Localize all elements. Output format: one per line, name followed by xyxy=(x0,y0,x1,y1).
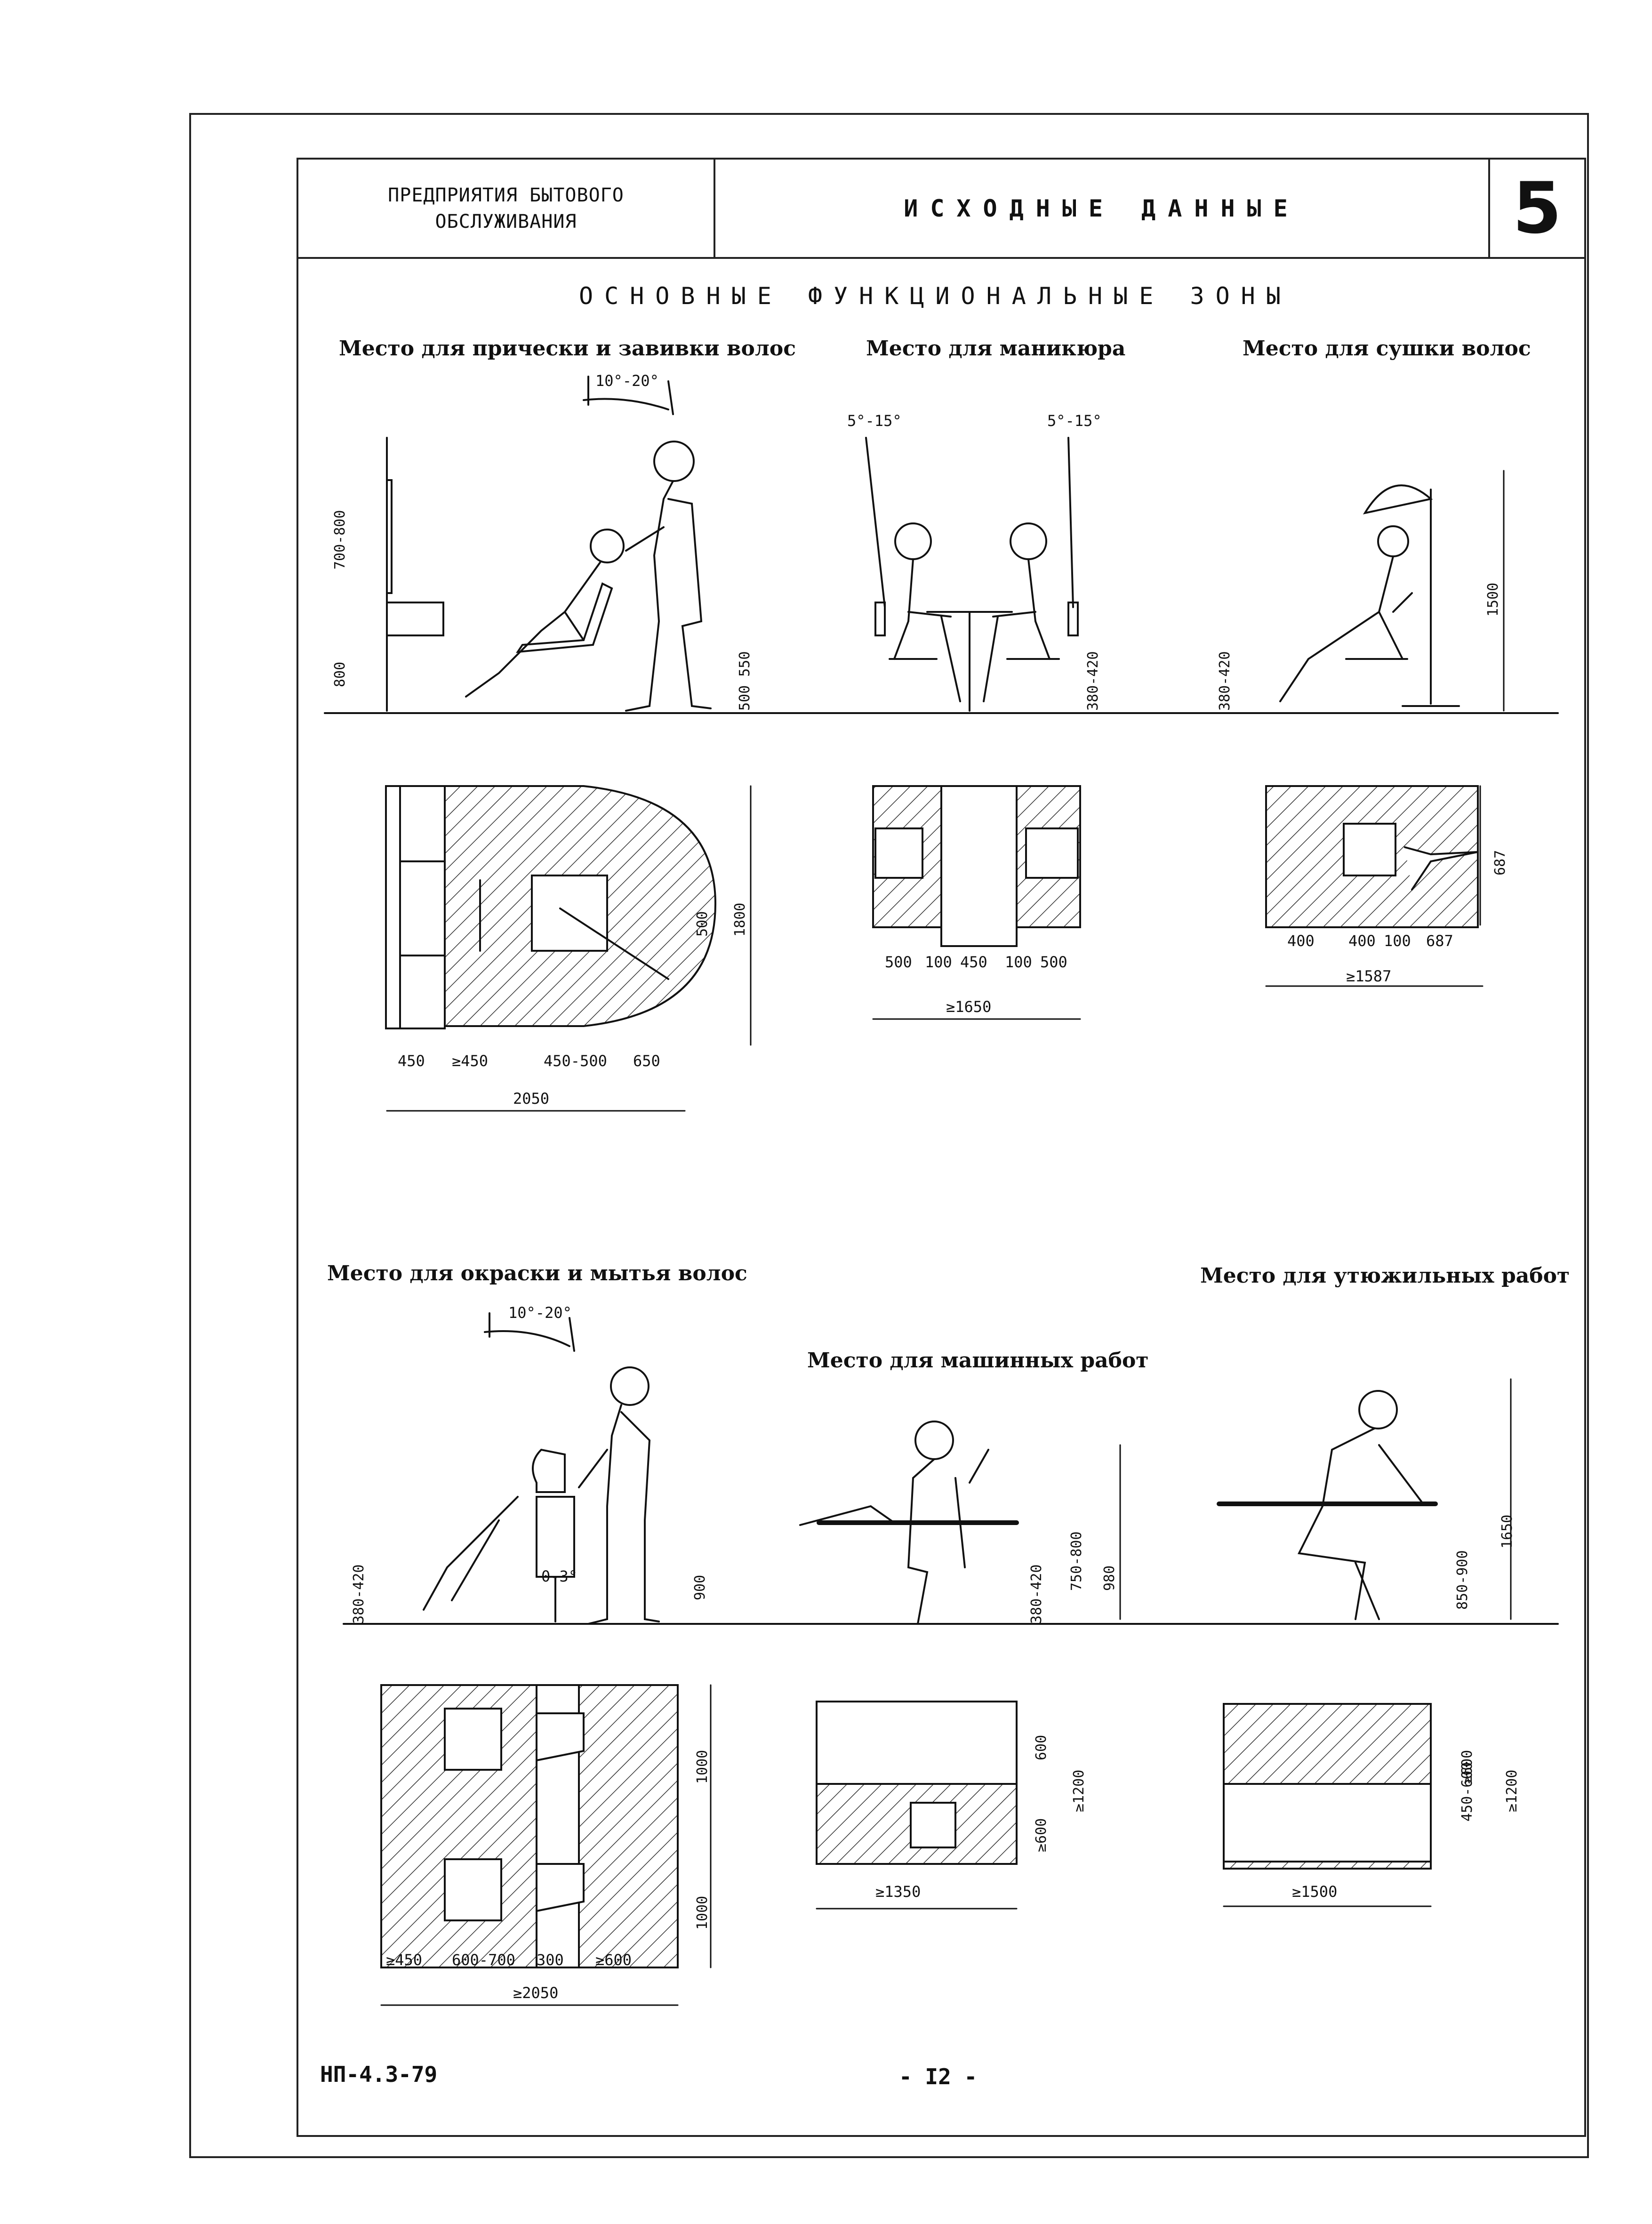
section-title: ОСНОВНЫЕ ФУНКЦИОНАЛЬНЫЕ ЗОНЫ xyxy=(579,282,1292,310)
ironing-plan-v-1200: ≥1200 xyxy=(1504,1769,1520,1812)
coloring-plan-v-1000b: 1000 xyxy=(694,1895,711,1930)
header-org-line1: ПРЕДПРИЯТИЯ БЫТОВОГО xyxy=(388,184,624,206)
document-code: НП-4.3-79 xyxy=(320,2062,438,2087)
machine-plan-v-1200: ≥1200 xyxy=(1071,1769,1087,1812)
zone-title-manicure: Место для маникюра xyxy=(866,337,1126,361)
coloring-angle: 10°-20° xyxy=(508,1304,572,1322)
zone-title-drying: Место для сушки волос xyxy=(1243,337,1531,361)
ironing-plan-total: ≥1500 xyxy=(1292,1883,1338,1901)
machine-side-view xyxy=(799,1421,1019,1625)
coloring-plan-dim-4: ≥600 xyxy=(595,1951,632,1969)
manicure-dim-380-420: 380-420 xyxy=(1085,651,1101,711)
hairdo-plan-view xyxy=(385,785,717,1029)
manicure-plan-dim-3: 450 xyxy=(960,953,987,971)
zone-title-coloring: Место для окраски и мытья волос xyxy=(327,1261,747,1285)
coloring-dim-380-420: 380-420 xyxy=(351,1564,367,1624)
hairdo-plan-v-500: 500 xyxy=(694,911,711,937)
manicure-plan-view xyxy=(872,785,1081,947)
drying-dim-1500: 1500 xyxy=(1485,582,1501,617)
zone-title-ironing: Место для утюжильных работ xyxy=(1200,1264,1570,1288)
drying-side-view xyxy=(1279,484,1460,707)
hairdo-dim-700-800: 700-800 xyxy=(332,510,348,570)
machine-dim-380-420: 380-420 xyxy=(1028,1564,1045,1624)
machine-dim-750-800: 750-800 xyxy=(1068,1531,1085,1591)
coloring-side-view xyxy=(423,1312,660,1625)
coloring-plan-dim-2: 600-700 xyxy=(452,1951,515,1969)
drying-plan-v-687: 687 xyxy=(1492,850,1508,875)
machine-dim-980: 980 xyxy=(1101,1565,1118,1591)
ironing-dim-850-900: 850-900 xyxy=(1454,1550,1471,1610)
drying-plan-dim-1: 400 xyxy=(1287,932,1315,950)
hairdo-plan-total: 2050 xyxy=(513,1090,550,1108)
machine-plan-v-600: 600 xyxy=(1033,1734,1050,1760)
hairdo-plan-dim-1: 450 xyxy=(398,1052,425,1070)
coloring-plan-dim-3: 300 xyxy=(537,1951,564,1969)
sheet-number: 5 xyxy=(1488,158,1586,259)
machine-plan-total: ≥1350 xyxy=(875,1883,921,1901)
coloring-dim-900: 900 xyxy=(692,1574,708,1600)
hairdo-side-view xyxy=(386,376,712,712)
drying-plan-dim-2: 400 xyxy=(1348,932,1376,950)
hairdo-dim-800: 800 xyxy=(332,661,348,687)
hairdo-dim-500-550: 500 550 xyxy=(737,651,753,711)
manicure-plan-dim-2: 100 xyxy=(925,953,952,971)
manicure-side-view xyxy=(865,437,1079,712)
machine-plan-view xyxy=(816,1701,1018,1865)
drying-plan-dim-4: 687 xyxy=(1426,932,1453,950)
manicure-angle-left: 5°-15° xyxy=(847,412,902,430)
header-organization: ПРЕДПРИЯТИЯ БЫТОВОГО ОБСЛУЖИВАНИЯ xyxy=(297,158,715,259)
manicure-plan-dim-4: 100 xyxy=(1005,953,1032,971)
hairdo-plan-dim-2: ≥450 xyxy=(452,1052,489,1070)
zone-title-machine: Место для машинных работ xyxy=(807,1349,1149,1373)
coloring-tilt: 0-3° xyxy=(541,1567,578,1585)
header-title: ИСХОДНЫЕ ДАННЫЕ xyxy=(714,158,1490,259)
manicure-plan-dim-1: 500 xyxy=(885,953,912,971)
zone-title-hairdo: Место для прически и завивки волос xyxy=(339,337,796,361)
hairdo-angle: 10°-20° xyxy=(595,372,659,390)
ironing-side-view xyxy=(1217,1390,1438,1620)
drying-dim-380-420: 380-420 xyxy=(1217,651,1233,711)
ironing-plan-view xyxy=(1223,1703,1432,1870)
machine-plan-v-600b: ≥600 xyxy=(1033,1818,1050,1852)
manicure-plan-dim-5: 500 xyxy=(1040,953,1067,971)
drying-plan-total: ≥1587 xyxy=(1346,967,1392,985)
manicure-plan-total: ≥1650 xyxy=(946,998,992,1016)
hairdo-plan-dim-3: 450-500 xyxy=(544,1052,607,1070)
drying-plan-view xyxy=(1265,785,1479,928)
drying-plan-dim-3: 100 xyxy=(1384,932,1411,950)
manicure-angle-right: 5°-15° xyxy=(1047,412,1102,430)
header-org-line2: ОБСЛУЖИВАНИЯ xyxy=(435,210,577,233)
ironing-plan-v-600: ≥600 xyxy=(1459,1750,1476,1784)
outer-frame xyxy=(189,113,1589,2158)
hairdo-plan-dim-4: 650 xyxy=(633,1052,660,1070)
coloring-plan-v-1000a: 1000 xyxy=(694,1750,711,1784)
hairdo-plan-v-1800: 1800 xyxy=(732,902,748,937)
ironing-dim-1650: 1650 xyxy=(1499,1514,1516,1549)
coloring-plan-view xyxy=(380,1684,679,1968)
coloring-plan-total: ≥2050 xyxy=(513,1984,559,2002)
page-number: - I2 - xyxy=(899,2064,978,2089)
coloring-plan-dim-1: ≥450 xyxy=(386,1951,423,1969)
